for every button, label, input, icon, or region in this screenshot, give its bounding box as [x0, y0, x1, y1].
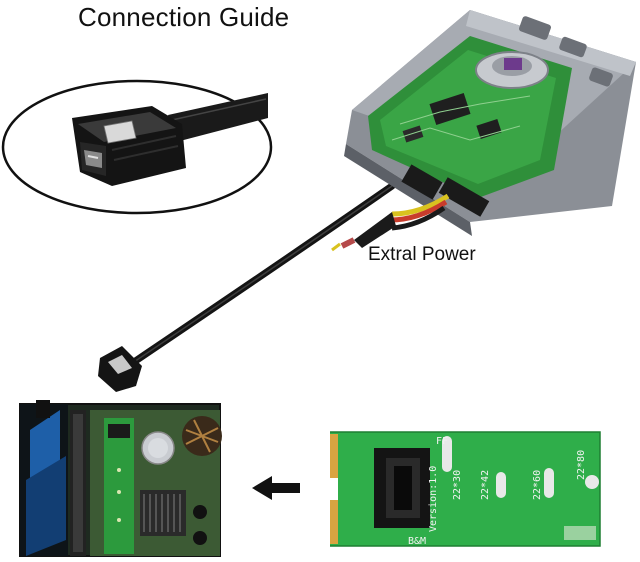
- marking-2260: 22*60: [532, 470, 543, 500]
- motherboard-photo: [19, 400, 222, 557]
- sata-cable: [98, 182, 396, 392]
- arrow-left-icon: [252, 476, 300, 500]
- ff-marking: FF: [436, 436, 448, 447]
- marking-2280: 22*80: [576, 450, 587, 480]
- power-wires: [331, 193, 450, 252]
- version-marking: Version:1.0: [428, 466, 439, 532]
- m2-adapter-card: 22*30 22*42 22*60 22*80 Version:1.0 B&M …: [330, 431, 601, 547]
- keys-marking: B&M: [408, 536, 426, 547]
- extra-power-label: Extral Power: [368, 244, 476, 265]
- sata-connector-zoom: [1, 79, 273, 215]
- marking-2230: 22*30: [452, 470, 463, 500]
- hard-drive: [344, 10, 636, 236]
- marking-2242: 22*42: [480, 470, 491, 500]
- connection-guide-title: Connection Guide: [78, 2, 290, 32]
